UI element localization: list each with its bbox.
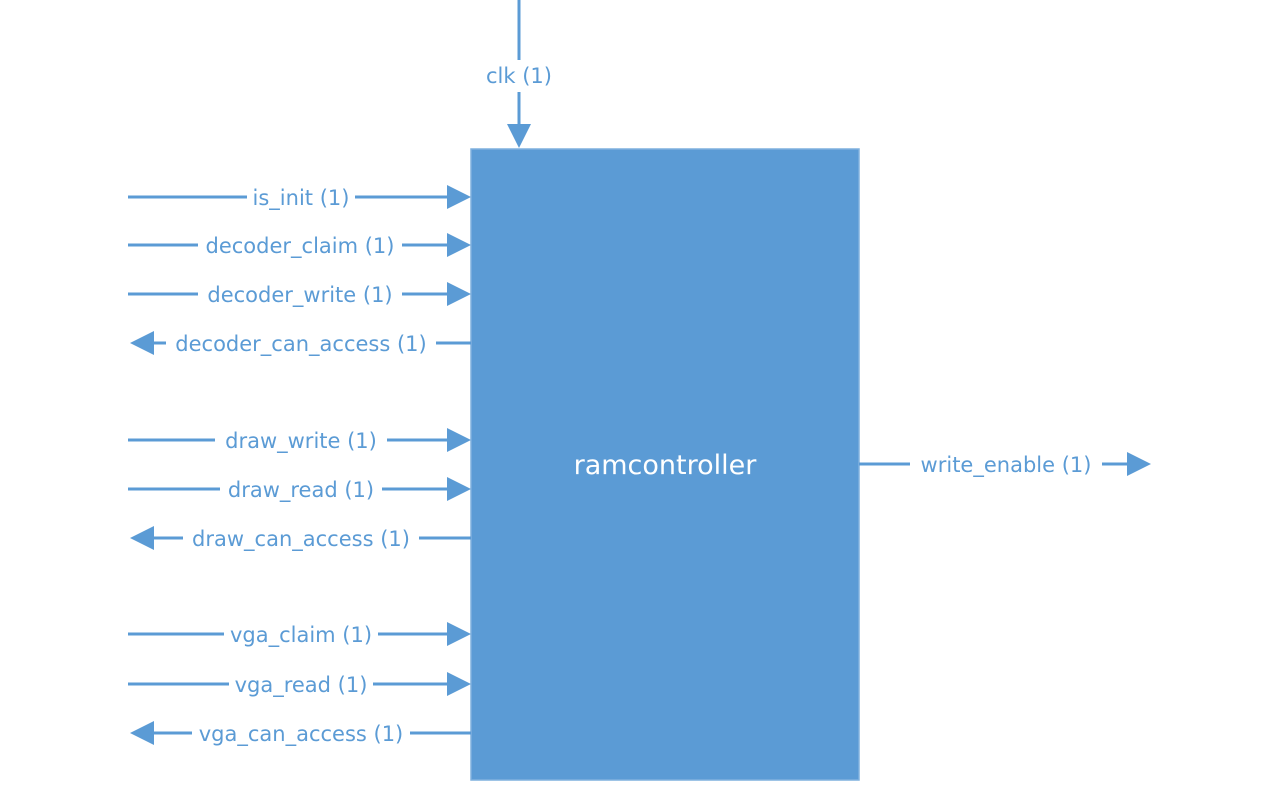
- arrow-right-icon: [1127, 452, 1151, 476]
- arrow-right-icon: [447, 672, 471, 696]
- arrow-down-icon: [507, 124, 531, 148]
- signal-draw-read: draw_read (1): [128, 474, 471, 504]
- label-background: [183, 523, 419, 553]
- arrow-right-icon: [447, 477, 471, 501]
- arrow-left-icon: [130, 526, 154, 550]
- label-background: [247, 182, 355, 212]
- label-background: [215, 425, 387, 455]
- signal-label: draw_can_access (1): [192, 527, 410, 552]
- arrow-right-icon: [447, 185, 471, 209]
- signal-label: draw_write (1): [225, 429, 377, 454]
- label-background: [229, 669, 373, 699]
- label-background: [198, 230, 402, 260]
- signal-label: write_enable (1): [921, 453, 1092, 478]
- module-name: ramcontroller: [574, 450, 758, 481]
- signal-decoder-write: decoder_write (1): [128, 279, 471, 309]
- signal-vga-read: vga_read (1): [128, 669, 471, 699]
- signal-decoder-can-access: decoder_can_access (1): [130, 328, 471, 358]
- signal-label: decoder_claim (1): [206, 234, 395, 259]
- arrow-right-icon: [447, 622, 471, 646]
- label-background: [198, 279, 402, 309]
- label-background: [192, 718, 410, 748]
- signal-vga-claim: vga_claim (1): [128, 619, 471, 649]
- arrow-right-icon: [447, 428, 471, 452]
- signal-draw-can-access: draw_can_access (1): [130, 523, 471, 553]
- signal-write-enable: write_enable (1): [859, 449, 1151, 479]
- arrow-right-icon: [447, 233, 471, 257]
- signal-decoder-claim: decoder_claim (1): [128, 230, 471, 260]
- arrow-left-icon: [130, 721, 154, 745]
- arrow-right-icon: [447, 282, 471, 306]
- signal-label: decoder_can_access (1): [175, 332, 426, 357]
- label-background: [910, 449, 1102, 479]
- label-background: [166, 328, 436, 358]
- signal-label: vga_claim (1): [230, 623, 372, 648]
- signal-draw-write: draw_write (1): [128, 425, 471, 455]
- label-background: [224, 619, 378, 649]
- signal-vga-can-access: vga_can_access (1): [130, 718, 471, 748]
- signal-label: vga_read (1): [235, 673, 368, 698]
- signal-clk: clk (1): [486, 0, 552, 148]
- label-background: [486, 60, 552, 92]
- signal-label: draw_read (1): [228, 478, 374, 503]
- label-background: [220, 474, 382, 504]
- arrow-left-icon: [130, 331, 154, 355]
- signal-label: clk (1): [486, 64, 552, 88]
- signal-label: is_init (1): [253, 186, 350, 211]
- signal-is-init: is_init (1): [128, 182, 471, 212]
- signal-label: vga_can_access (1): [199, 722, 404, 747]
- signal-label: decoder_write (1): [207, 283, 392, 308]
- ramcontroller-module-box: [470, 148, 860, 781]
